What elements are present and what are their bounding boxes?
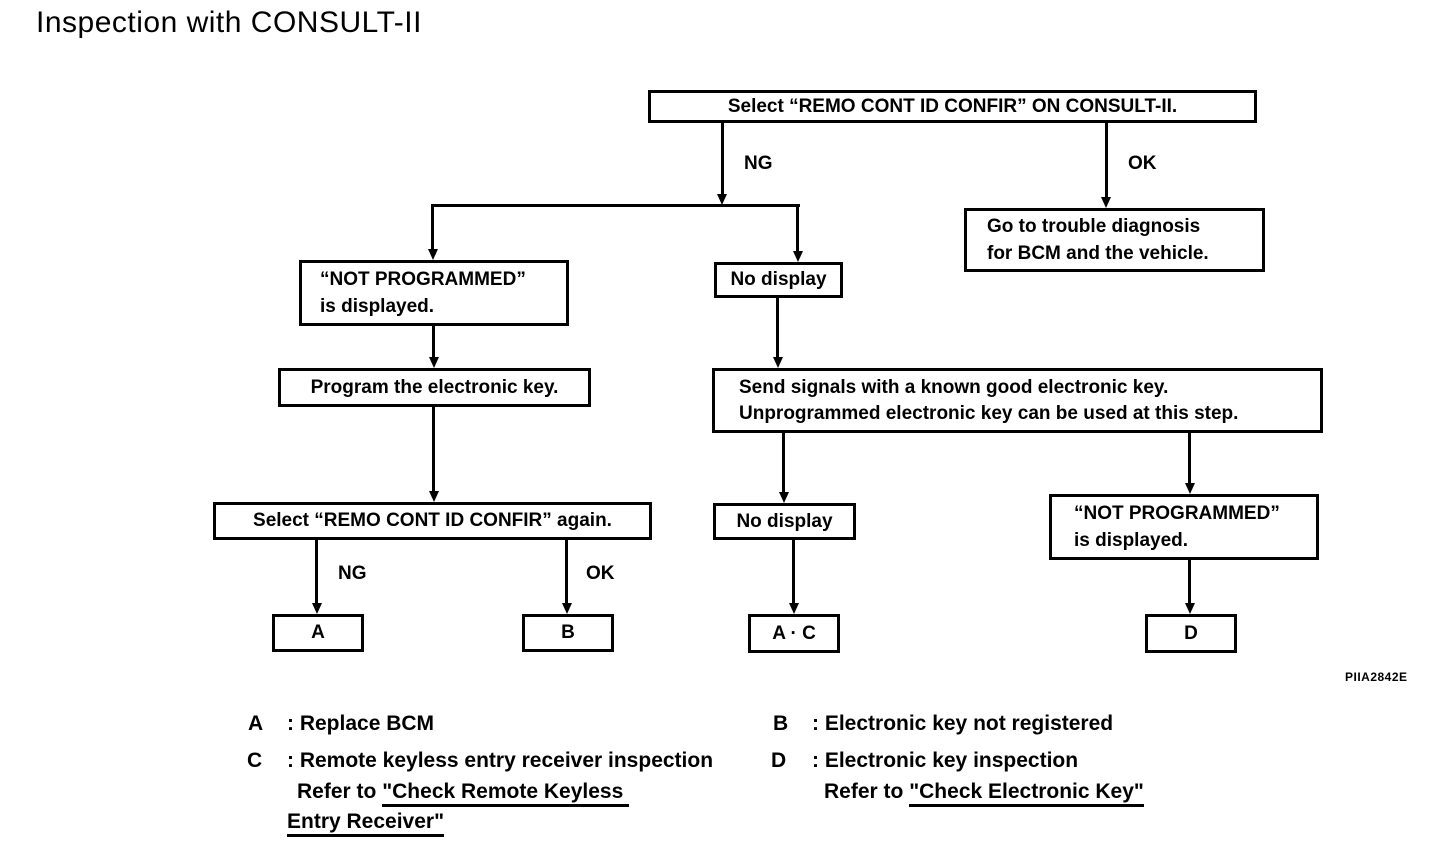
box-text: A · C [772, 622, 816, 644]
box-text: No display [730, 269, 827, 290]
connector-line [1105, 123, 1108, 197]
connector-line [431, 204, 434, 250]
flow-box-not-programmed-displayed-left: “NOT PROGRAMMED” is displayed. [299, 260, 569, 326]
flow-box-result-a-c: A · C [748, 614, 840, 653]
edge-label-ok: OK [586, 563, 615, 584]
connector-line [432, 407, 435, 491]
arrow-down-icon [793, 251, 803, 262]
legend-key-c: C [247, 749, 263, 772]
box-text: “NOT PROGRAMMED” [1074, 503, 1280, 524]
flow-box-no-display-2: No display [713, 503, 856, 540]
arrow-down-icon [789, 603, 799, 614]
arrow-down-icon [429, 357, 439, 368]
connector-line [792, 540, 795, 603]
flow-box-go-to-trouble-diagnosis: Go to trouble diagnosis for BCM and the … [964, 208, 1265, 272]
connector-line [1188, 560, 1191, 603]
box-text: B [561, 622, 575, 643]
figure-code: PIIA2842E [1345, 670, 1408, 684]
connector-line [796, 204, 799, 252]
edge-label-ok: OK [1128, 153, 1157, 174]
flow-box-no-display-1: No display [714, 262, 843, 298]
flow-box-result-b: B [522, 614, 614, 652]
connector-line [776, 298, 779, 357]
box-text: Unprogrammed electronic key can be used … [739, 402, 1239, 424]
flow-box-not-programmed-displayed-right: “NOT PROGRAMMED” is displayed. [1049, 494, 1319, 560]
flow-box-result-d: D [1145, 614, 1237, 653]
box-text: Program the electronic key. [310, 376, 559, 398]
connector-line [315, 540, 318, 603]
flow-box-select-remo-cont-again: Select “REMO CONT ID CONFIR” again. [213, 502, 652, 540]
box-text: No display [736, 510, 833, 532]
box-text: is displayed. [320, 296, 435, 317]
legend-text-c: : Remote keyless entry receiver inspecti… [287, 749, 714, 772]
legend-refer-c-line2: Entry Receiver" [287, 810, 445, 837]
arrow-down-icon [1185, 483, 1195, 494]
connector-line [782, 433, 785, 492]
page-title: Inspection with CONSULT-II [36, 6, 422, 39]
connector-line [565, 540, 568, 603]
arrow-down-icon [773, 357, 783, 368]
box-text: Go to trouble diagnosis [987, 216, 1201, 237]
connector-line [721, 123, 724, 195]
connector-line [1188, 433, 1191, 483]
box-text: Select “REMO CONT ID CONFIR” ON CONSULT-… [727, 95, 1178, 117]
link-check-remote-keyless-line2[interactable]: Entry Receiver" [287, 810, 445, 837]
refer-label: Refer to [824, 780, 910, 803]
box-text: D [1184, 622, 1198, 644]
box-text: for BCM and the vehicle. [987, 243, 1209, 264]
arrow-down-icon [312, 603, 322, 614]
flow-box-program-electronic-key: Program the electronic key. [278, 368, 591, 407]
arrow-down-icon [1185, 603, 1195, 614]
box-text: “NOT PROGRAMMED” [320, 269, 526, 290]
legend-key-a: A [248, 712, 264, 735]
box-text: A [311, 622, 325, 643]
edge-label-ng: NG [744, 153, 773, 174]
flow-box-select-remo-cont: Select “REMO CONT ID CONFIR” ON CONSULT-… [648, 90, 1257, 123]
legend-refer-c: Refer to "Check Remote Keyless [297, 780, 630, 807]
legend-text-b: : Electronic key not registered [812, 712, 1114, 735]
refer-label: Refer to [297, 780, 383, 803]
legend-key-b: B [773, 712, 789, 735]
box-text: is displayed. [1074, 530, 1189, 551]
connector-line [432, 326, 435, 358]
link-check-electronic-key[interactable]: "Check Electronic Key" [909, 780, 1144, 807]
box-text: Select “REMO CONT ID CONFIR” again. [253, 510, 612, 531]
arrow-down-icon [562, 603, 572, 614]
connector-line [431, 204, 800, 207]
arrow-down-icon [717, 194, 727, 205]
arrow-down-icon [1101, 197, 1111, 208]
legend-text-d: : Electronic key inspection [812, 749, 1079, 772]
flow-box-send-signals: Send signals with a known good electroni… [712, 368, 1323, 433]
legend-key-d: D [771, 749, 787, 772]
link-check-remote-keyless[interactable]: "Check Remote Keyless [382, 780, 630, 807]
edge-label-ng: NG [338, 563, 367, 584]
legend-refer-d: Refer to "Check Electronic Key" [824, 780, 1144, 807]
arrow-down-icon [428, 249, 438, 260]
arrow-down-icon [429, 491, 439, 502]
box-text: Send signals with a known good electroni… [739, 376, 1169, 398]
arrow-down-icon [779, 492, 789, 503]
legend-text-a: : Replace BCM [287, 712, 435, 735]
flow-box-result-a: A [272, 614, 364, 652]
